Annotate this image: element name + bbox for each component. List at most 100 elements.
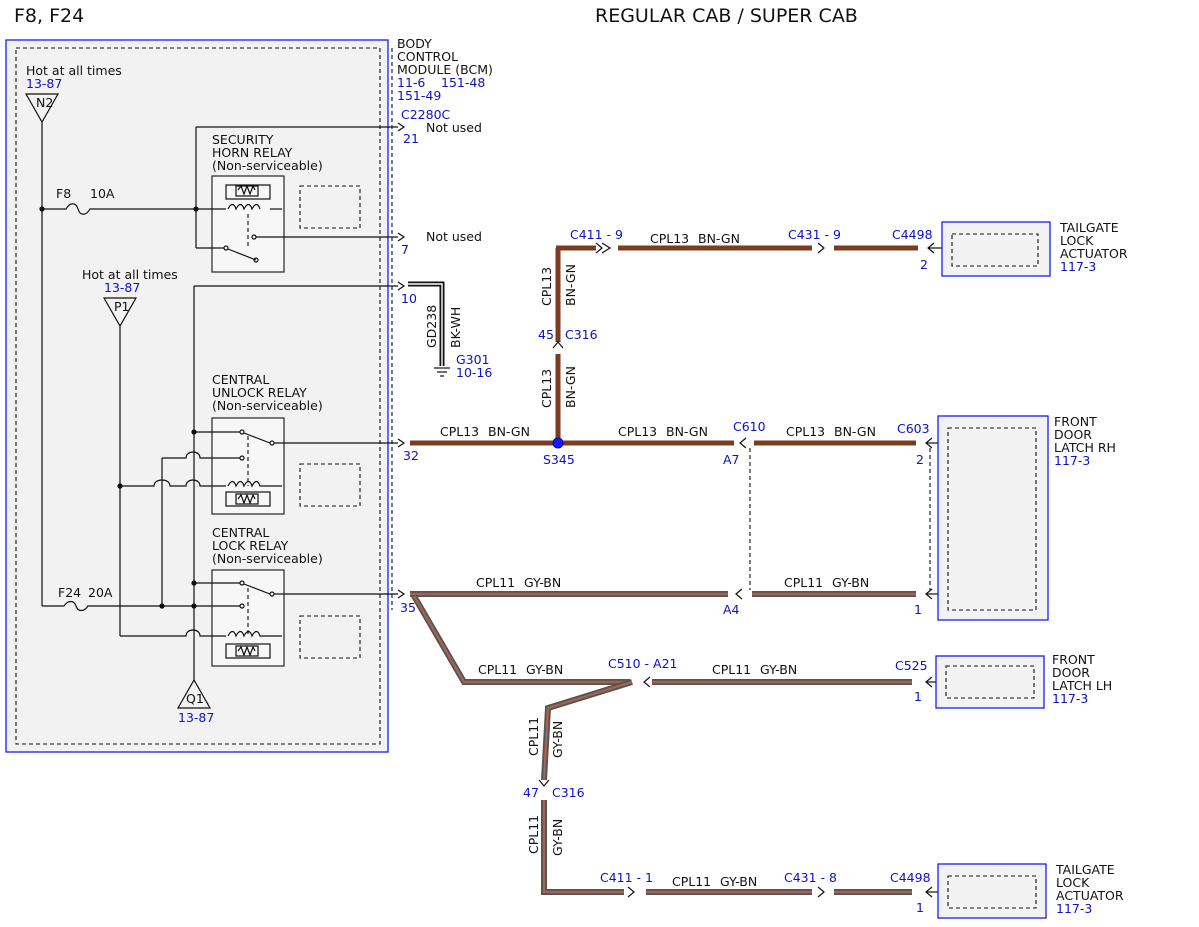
- pin-45[interactable]: 45: [538, 327, 554, 342]
- wire-label-cpl11: CPL11: [526, 815, 541, 854]
- bcm-inner-box: [15, 47, 381, 745]
- q1-triangle: [176, 678, 212, 709]
- connector-c316-a[interactable]: C316: [565, 327, 598, 342]
- connector-c610[interactable]: C610: [733, 419, 766, 434]
- p1-label: Hot at all times: [82, 267, 178, 282]
- connector-c411-1[interactable]: C411 - 1: [600, 870, 653, 885]
- ground-id[interactable]: G301: [456, 352, 490, 367]
- bcm-name-3: MODULE (BCM): [397, 62, 493, 77]
- tailgate-actuator-top-box[interactable]: [941, 221, 1051, 277]
- tailgate-bot-ref[interactable]: 117-3: [1056, 901, 1092, 916]
- horn-relay-dashed: [299, 185, 361, 229]
- wire-label-cpl13: CPL13: [786, 424, 825, 439]
- latch-lh-l3: LATCH LH: [1052, 678, 1112, 693]
- wire-color-gybn: GY-BN: [720, 874, 757, 889]
- n2-id: N2: [36, 95, 53, 110]
- wire-color-gybn: GY-BN: [760, 662, 797, 677]
- connector-c316-b[interactable]: C316: [552, 785, 585, 800]
- p1-ref[interactable]: 13-87: [104, 280, 140, 295]
- bcm-ref-2[interactable]: 151-49: [397, 88, 441, 103]
- pin-2-rh[interactable]: 2: [916, 452, 924, 467]
- ground-color: BK-WH: [448, 307, 463, 348]
- wire-label-cpl13: CPL13: [440, 424, 479, 439]
- connector-c411-9[interactable]: C411 - 9: [570, 227, 623, 242]
- latch-rh-ref[interactable]: 117-3: [1054, 453, 1090, 468]
- pin-a7[interactable]: A7: [723, 452, 740, 467]
- wire-color-bngn: BN-GN: [563, 264, 578, 306]
- q1-id: Q1: [186, 691, 204, 706]
- f24-fuse: [42, 600, 240, 612]
- n2-ref[interactable]: 13-87: [26, 76, 62, 91]
- connector-c431-9[interactable]: C431 - 9: [788, 227, 841, 242]
- coil-icon: [227, 630, 282, 638]
- tailgate-top-l1: TAILGATE: [1059, 220, 1119, 235]
- p1-triangle: [102, 297, 138, 328]
- pin-1-lh[interactable]: 1: [914, 689, 922, 704]
- f24-name: F24: [58, 585, 81, 600]
- connector-c4498-top[interactable]: C4498: [892, 227, 933, 242]
- horn-relay-line2: HORN RELAY: [212, 145, 293, 160]
- cpl11-wire-group: [410, 591, 916, 895]
- pin-10[interactable]: 10: [401, 291, 417, 306]
- pin-2-tailgate[interactable]: 2: [920, 257, 928, 272]
- wire-label-cpl11: CPL11: [712, 662, 751, 677]
- horn-switch: [227, 248, 257, 261]
- wire-label-cpl11: CPL11: [526, 717, 541, 756]
- tailgate-bot-l2: LOCK: [1056, 875, 1090, 890]
- bcm-connector-label[interactable]: C2280C: [401, 107, 451, 122]
- not-used-21: Not used: [426, 120, 482, 135]
- wire-color-gybn: GY-BN: [832, 575, 869, 590]
- n2-label: Hot at all times: [26, 63, 122, 78]
- q1-ref[interactable]: 13-87: [178, 710, 214, 725]
- bcm-ref-1a[interactable]: 11-6: [397, 75, 425, 90]
- f24-rating: 20A: [88, 585, 113, 600]
- latch-lh-ref[interactable]: 117-3: [1052, 691, 1088, 706]
- tailgate-top-l3: ACTUATOR: [1060, 246, 1128, 261]
- pin-47[interactable]: 47: [523, 785, 539, 800]
- wire-label-cpl13: CPL13: [618, 424, 657, 439]
- wire-color-bngn: BN-GN: [563, 366, 578, 408]
- f8-rating: 10A: [90, 186, 115, 201]
- coil-icon: [227, 480, 282, 488]
- pin-32[interactable]: 32: [403, 448, 419, 463]
- connector-c4498-bot[interactable]: C4498: [890, 870, 931, 885]
- bcm-ref-1b[interactable]: 151-48: [441, 75, 485, 90]
- horn-coil-outline: [225, 184, 271, 200]
- wire-color-bngn: BN-GN: [834, 424, 876, 439]
- pin-21[interactable]: 21: [403, 131, 419, 146]
- connector-c431-8[interactable]: C431 - 8: [784, 870, 837, 885]
- horn-relay-line3: (Non-serviceable): [212, 158, 323, 173]
- front-door-latch-rh-box[interactable]: [937, 415, 1049, 621]
- splice-s345[interactable]: S345: [543, 452, 575, 467]
- lock-switch: [243, 583, 271, 595]
- wire-color-bngn: BN-GN: [488, 424, 530, 439]
- tailgate-bot-l1: TAILGATE: [1055, 862, 1115, 877]
- pin-35[interactable]: 35: [400, 600, 416, 615]
- connector-c603[interactable]: C603: [897, 421, 930, 436]
- fuses-heading: F8, F24: [14, 5, 84, 27]
- tailgate-actuator-bottom-box[interactable]: [937, 863, 1047, 919]
- latch-lh-l2: DOOR: [1052, 665, 1090, 680]
- pin-7[interactable]: 7: [401, 242, 409, 257]
- ground-ref[interactable]: 10-16: [456, 365, 492, 380]
- ground-circuit: GD238: [424, 305, 439, 348]
- latch-lh-l1: FRONT: [1052, 652, 1095, 667]
- tailgate-top-ref[interactable]: 117-3: [1060, 259, 1096, 274]
- horn-relay-line1: SECURITY: [212, 132, 274, 147]
- lock-relay-line1: CENTRAL: [212, 525, 269, 540]
- unlock-switch: [243, 432, 271, 444]
- wire-label-cpl11: CPL11: [784, 575, 823, 590]
- connector-c510-a21[interactable]: C510 - A21: [608, 656, 678, 671]
- tailgate-bot-l3: ACTUATOR: [1056, 888, 1124, 903]
- connector-c525[interactable]: C525: [895, 658, 928, 673]
- pin-a4[interactable]: A4: [723, 602, 740, 617]
- pin-1-tailgate-bot[interactable]: 1: [916, 900, 924, 915]
- p1-id: P1: [114, 299, 130, 314]
- front-door-latch-lh-box[interactable]: [935, 655, 1045, 709]
- wire-color-gybn: GY-BN: [550, 819, 565, 856]
- wire-label-cpl11: CPL11: [672, 874, 711, 889]
- pin-1-rh[interactable]: 1: [914, 602, 922, 617]
- n2-triangle: [24, 93, 60, 124]
- splice-dot: [39, 206, 45, 212]
